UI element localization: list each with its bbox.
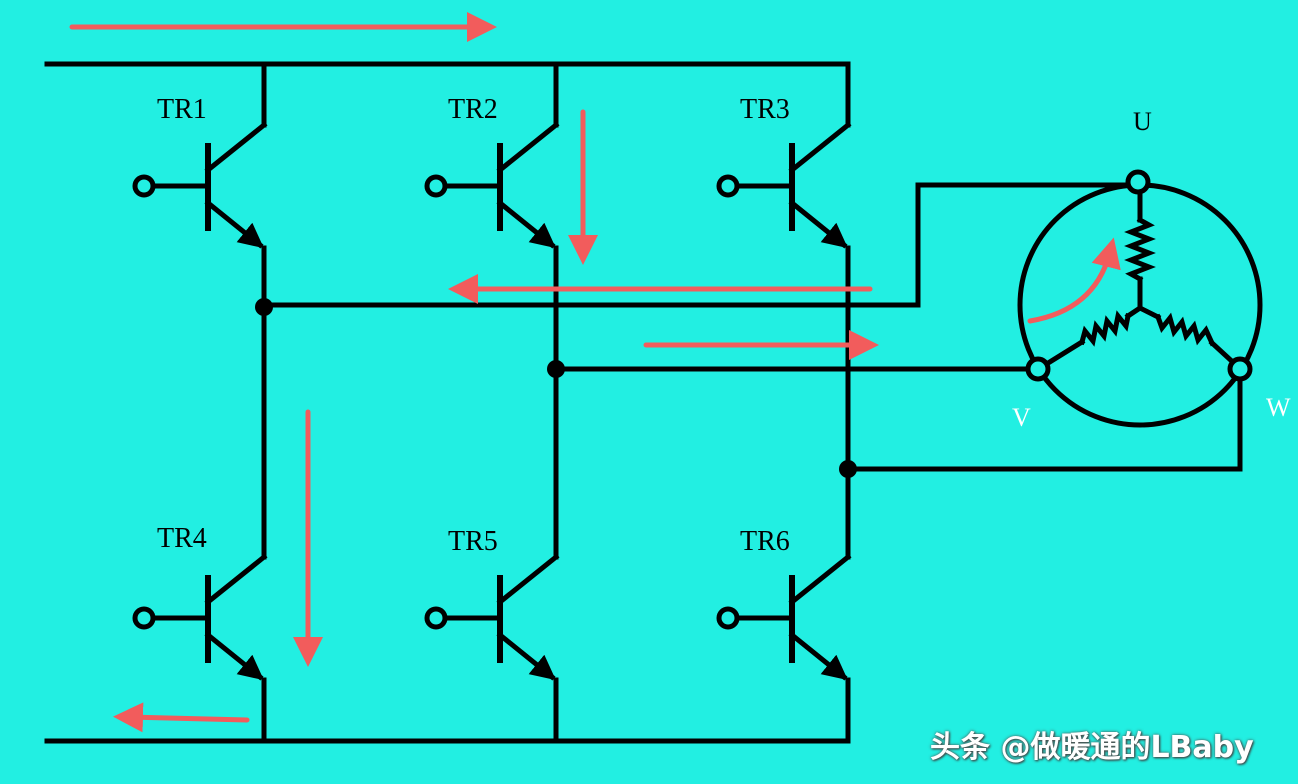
label-tr6: TR6 [740, 526, 790, 557]
terminal-u [1125, 169, 1151, 195]
label-tr1: TR1 [157, 94, 207, 125]
junction-node-u [255, 298, 273, 316]
current-arrow-bottom-left [113, 702, 250, 733]
label-terminal-w: W [1266, 393, 1291, 422]
label-tr5: TR5 [448, 526, 498, 557]
junction-node-w [839, 460, 857, 478]
transistor-tr2 [424, 121, 560, 249]
junction-node-v [547, 360, 565, 378]
phase-u-wire [261, 182, 1134, 308]
label-tr2: TR2 [448, 94, 498, 125]
phase-w-wire [845, 375, 1243, 472]
terminal-w [1227, 356, 1253, 382]
label-terminal-v: V [1012, 403, 1031, 432]
current-arrow-motor-curve [1027, 237, 1121, 324]
label-tr4: TR4 [157, 523, 207, 554]
transistor-tr1 [132, 121, 268, 249]
transistor-tr4 [132, 553, 268, 681]
transistor-tr5 [424, 553, 560, 681]
transistor-tr6 [716, 553, 852, 681]
label-terminal-u: U [1133, 107, 1152, 136]
label-tr3: TR3 [740, 94, 790, 125]
transistor-tr3 [716, 121, 852, 249]
motor-stator [1017, 182, 1263, 428]
terminal-v [1025, 356, 1051, 382]
watermark: 头条 @做暖通的LBaby [930, 730, 1254, 765]
